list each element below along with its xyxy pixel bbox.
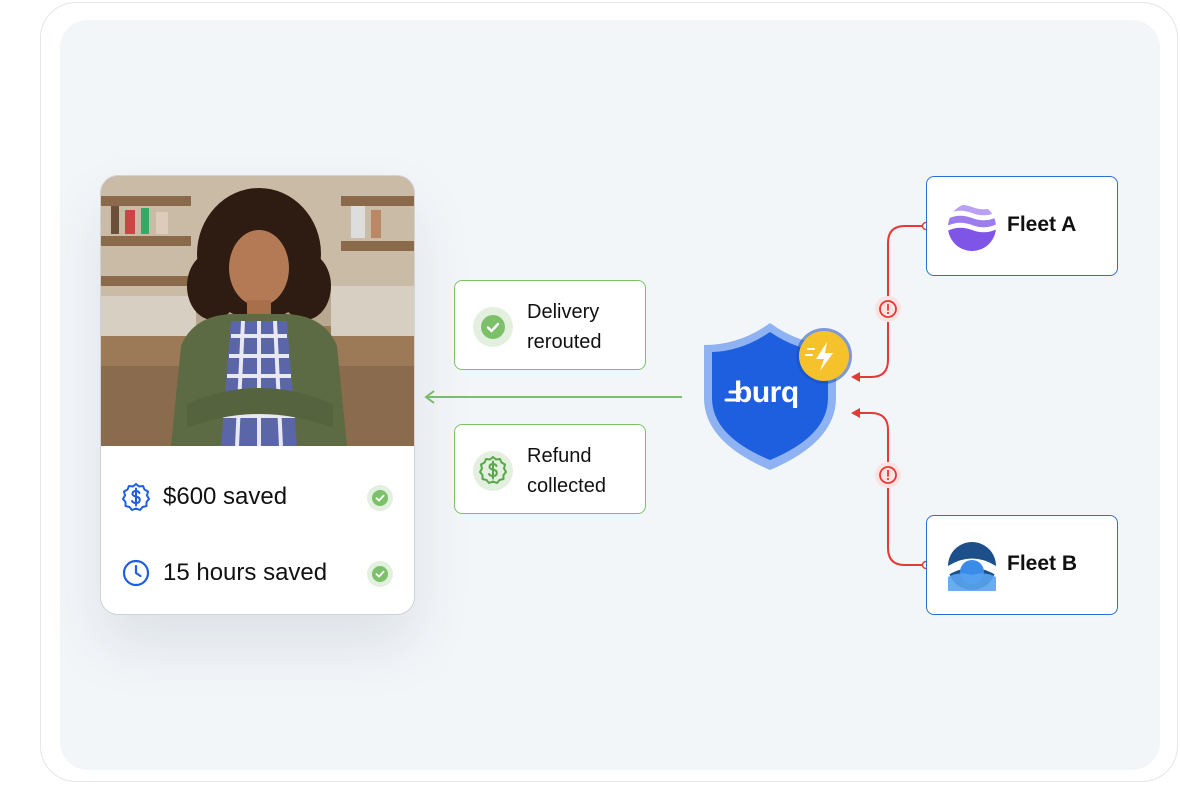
check-icon	[473, 307, 513, 347]
fleet-name: Fleet B	[1007, 552, 1078, 575]
dollar-badge-icon	[122, 483, 150, 511]
brand-name: burq	[734, 376, 799, 409]
fleet-b-card: Fleet B	[926, 515, 1118, 615]
stat-row-money: $600 saved	[121, 476, 396, 516]
outcome-label: Delivery rerouted	[527, 301, 602, 353]
merchant-card: $600 saved 15 hours saved	[100, 175, 415, 615]
outcome-label: Refund collected	[527, 445, 606, 497]
outcome-delivery-rerouted: Delivery rerouted	[454, 280, 646, 370]
fleet-name: Fleet A	[1007, 213, 1077, 236]
check-icon	[367, 485, 393, 511]
dollar-badge-icon	[473, 451, 513, 491]
clock-icon	[122, 559, 150, 587]
circle-logo-icon	[948, 542, 996, 591]
fleet-b-connector	[858, 412, 926, 566]
wave-logo-icon	[948, 203, 996, 251]
hours-saved-label: 15 hours saved	[163, 559, 328, 586]
merchant-photo	[101, 176, 414, 446]
money-saved-label: $600 saved	[163, 483, 288, 510]
check-icon	[367, 561, 393, 587]
alert-icon	[875, 296, 901, 322]
outcome-refund-collected: Refund collected	[454, 424, 646, 514]
fleet-a-arrow-head	[851, 372, 860, 382]
burq-shield-logo	[704, 323, 852, 470]
alert-icon	[875, 462, 901, 488]
stat-row-time: 15 hours saved	[121, 552, 396, 592]
fleet-a-card: Fleet A	[926, 176, 1118, 276]
reroute-arrow-head	[424, 390, 435, 404]
fleet-b-arrow-head	[851, 408, 860, 418]
